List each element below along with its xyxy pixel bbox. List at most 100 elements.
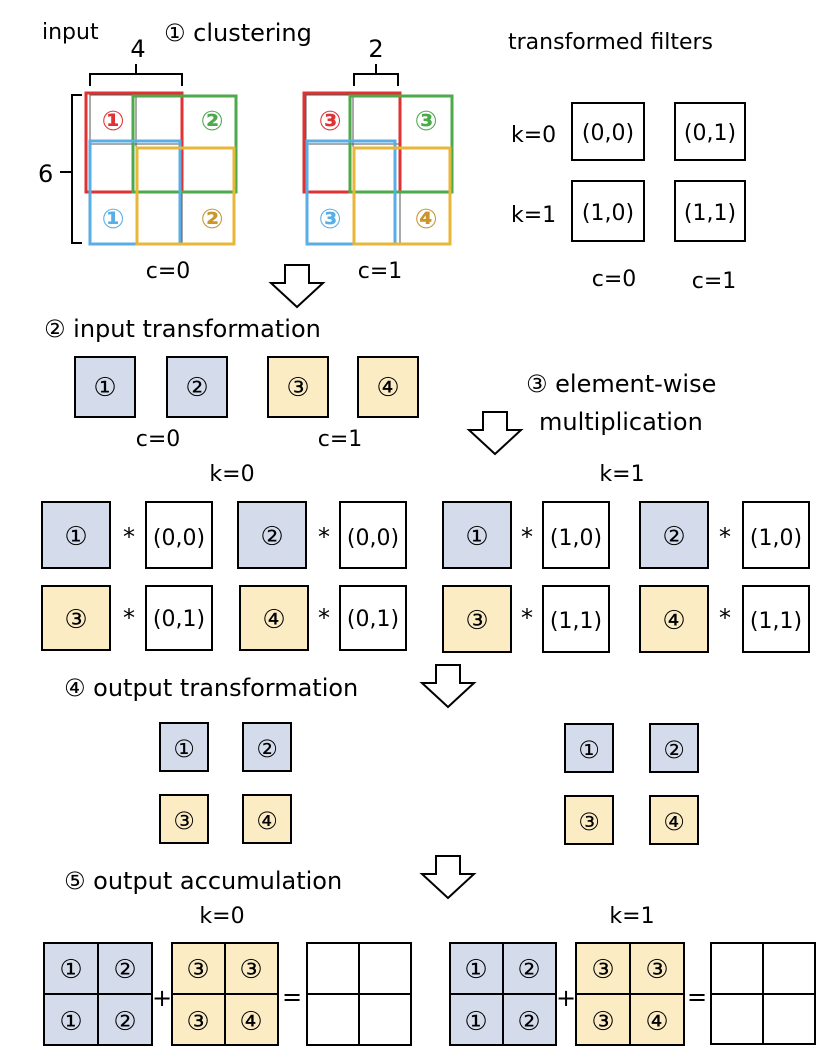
accum-cell: ②	[517, 1007, 540, 1037]
out-tile-label: ①	[578, 736, 600, 764]
tile-4	[357, 356, 419, 418]
filters-col-c0: c=0	[592, 267, 637, 292]
out-tile-label: ②	[256, 735, 278, 763]
down-arrow-icon	[419, 664, 477, 709]
mult-tile-label: ①	[64, 522, 87, 552]
mult-tile-label: ③	[64, 605, 87, 635]
filter-box-f10: (1,0)	[571, 180, 645, 242]
cluster-gold-box	[135, 146, 236, 246]
mult-filter	[542, 501, 610, 569]
cluster-label-1-blue: ①	[102, 204, 125, 235]
accum-cell: ①	[59, 955, 82, 985]
times-sign: *	[318, 604, 330, 632]
mult-filter	[542, 585, 610, 653]
tile-2	[166, 356, 228, 418]
filter-box-f11: (1,1)	[674, 180, 746, 242]
out-tile-label: ③	[578, 808, 600, 836]
times-sign: *	[521, 523, 533, 551]
step4-title: ④ output transformation	[64, 674, 358, 702]
cluster-label-4: ④	[415, 204, 438, 235]
cluster-gold-box-c1	[352, 146, 452, 246]
mult-tile-label: ①	[465, 522, 488, 552]
filter-f00-label: (0,0)	[582, 121, 634, 146]
out-tile	[564, 723, 614, 773]
step5-title: ⑤ output accumulation	[64, 867, 342, 895]
filters-row-k0: k=0	[511, 123, 556, 148]
cluster-green-box-c1	[348, 94, 454, 194]
accum-k0-label: k=0	[199, 904, 244, 929]
height-label: 6	[38, 160, 53, 188]
step3-title-line1: ③ element-wise	[526, 370, 716, 398]
filters-row-k1: k=1	[511, 203, 556, 228]
grid-c1-label: c=1	[358, 259, 403, 284]
input-grid-c1: ③ ③ ③ ④	[302, 91, 454, 246]
input-label: input	[42, 20, 99, 45]
accum-cell: ①	[464, 1007, 487, 1037]
out-tile-label: ②	[663, 736, 685, 764]
tile-2-label: ②	[185, 373, 208, 403]
accum-cell: ④	[645, 1007, 668, 1037]
cluster-label-3: ③	[319, 106, 342, 137]
times-sign: *	[123, 604, 135, 632]
grid-c0-label: c=0	[146, 259, 191, 284]
equals-sign: =	[282, 983, 302, 1011]
mult-filter-label: (0,1)	[153, 607, 205, 632]
times-sign: *	[521, 604, 533, 632]
times-sign: *	[123, 523, 135, 551]
accum-cell: ③	[239, 955, 262, 985]
down-arrow-icon	[419, 855, 477, 900]
accum-k1: ① ② ① ② + ③ ③ ③ ④ =	[449, 942, 816, 1046]
cluster-green-box	[131, 94, 238, 194]
mult-filter	[145, 501, 213, 569]
tile-1-label: ①	[93, 373, 116, 403]
mult-k1-label: k=1	[599, 462, 644, 487]
input-grid-c0: ① ② ① ②	[84, 91, 238, 246]
step1-title: ① clustering	[164, 19, 312, 47]
out-tile-label: ①	[173, 735, 195, 763]
accum-cell: ③	[645, 955, 668, 985]
cluster-label-3-green: ③	[415, 106, 438, 137]
filter-f01-label: (0,1)	[684, 121, 736, 146]
filter-f11-label: (1,1)	[684, 201, 736, 226]
equals-sign: =	[687, 983, 707, 1011]
filter-box-f00: (0,0)	[571, 102, 645, 161]
accum-cell: ③	[591, 955, 614, 985]
mult-tile	[639, 501, 709, 569]
mult-tile-label: ②	[662, 522, 685, 552]
accum-cell: ②	[113, 955, 136, 985]
tile-3-label: ③	[286, 373, 309, 403]
times-sign: *	[719, 523, 731, 551]
tile-3	[267, 356, 329, 418]
tile-4-label: ④	[376, 373, 399, 403]
output-tiles-k0: ① ② ③ ④	[159, 722, 292, 844]
out-tile	[159, 722, 209, 772]
mult-tile	[237, 501, 307, 569]
height-brace	[60, 94, 82, 244]
mult-k0-label: k=0	[209, 462, 254, 487]
transformed-input-tiles: ① ② ③ ④	[74, 356, 419, 418]
accum-k1-label: k=1	[609, 904, 654, 929]
stride-label: 2	[368, 35, 383, 63]
mult-filter	[742, 585, 810, 653]
stride-brace	[353, 64, 399, 86]
mult-tile	[442, 585, 512, 653]
mult-filter-label: (1,1)	[750, 609, 802, 634]
step2-title: ② input transformation	[44, 315, 321, 343]
width-brace	[89, 64, 183, 86]
tiles-c1-label: c=1	[318, 427, 363, 452]
cluster-blue-box-c1	[305, 139, 397, 246]
mult-row-2: ③ * (0,1) ④ * (0,1) ③ * (1,1) ④ * (1,1)	[41, 585, 810, 653]
cluster-label-1: ①	[102, 106, 125, 137]
mult-filter-label: (1,0)	[750, 526, 802, 551]
accum-cell: ③	[186, 1007, 209, 1037]
mult-tile-label: ④	[662, 606, 685, 636]
mult-filter-label: (1,0)	[550, 526, 602, 551]
mult-filter-label: (0,0)	[347, 526, 399, 551]
out-tile	[159, 794, 209, 844]
mult-filter-label: (0,1)	[347, 607, 399, 632]
out-tile	[649, 795, 699, 845]
cluster-label-2: ②	[201, 106, 224, 137]
out-tile-label: ③	[173, 807, 195, 835]
mult-tile-label: ④	[262, 605, 285, 635]
mult-tile	[442, 501, 512, 569]
